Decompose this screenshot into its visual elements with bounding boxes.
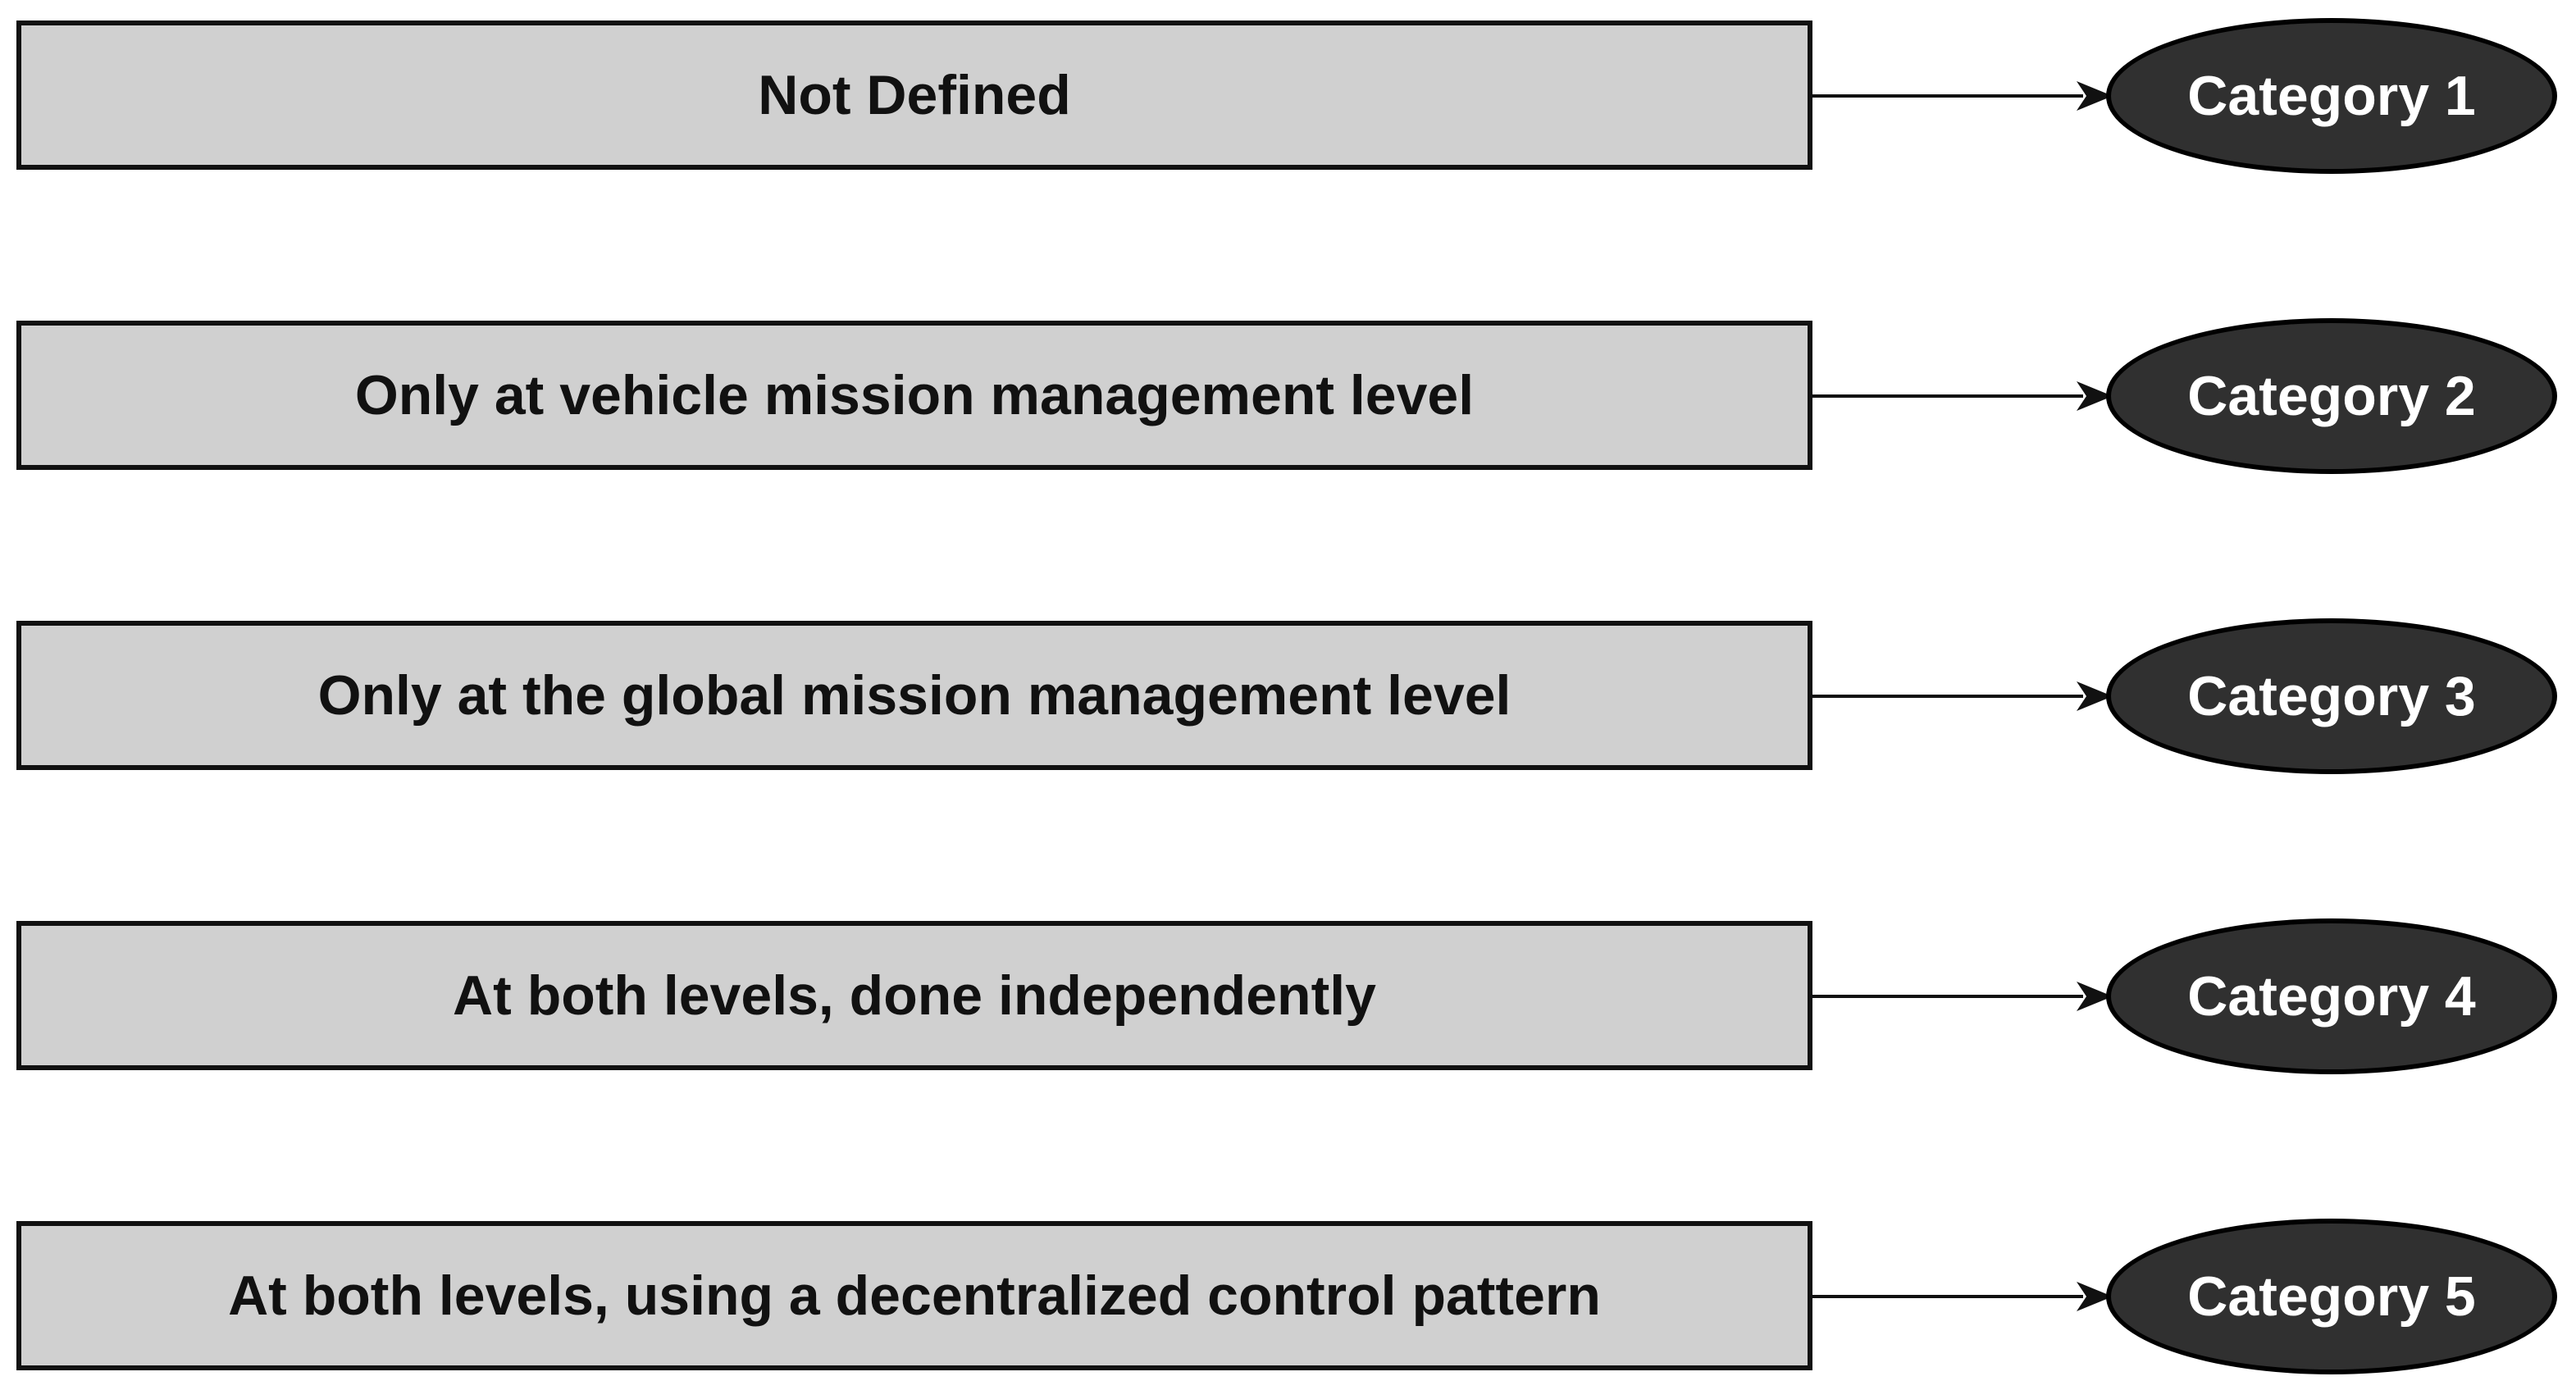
condition-label: Only at the global mission management le…	[317, 664, 1511, 727]
category-ellipse: Category 4	[2106, 918, 2557, 1074]
category-label: Category 5	[2187, 1265, 2476, 1328]
diagram-row-5: At both levels, using a decentralized co…	[0, 1219, 2576, 1374]
condition-label: At both levels, done independently	[453, 964, 1376, 1027]
category-ellipse: Category 1	[2106, 18, 2557, 174]
arrow-right-icon	[1812, 81, 2113, 111]
condition-box: Only at vehicle mission management level	[16, 321, 1812, 470]
condition-box: Only at the global mission management le…	[16, 621, 1812, 770]
condition-label: Only at vehicle mission management level	[354, 364, 1475, 426]
arrow-right-icon	[1812, 1282, 2113, 1311]
arrow-right-icon	[1812, 982, 2113, 1011]
category-label: Category 2	[2187, 365, 2476, 427]
category-ellipse: Category 3	[2106, 618, 2557, 774]
condition-box: At both levels, using a decentralized co…	[16, 1221, 1812, 1370]
condition-box: Not Defined	[16, 21, 1812, 170]
category-label: Category 4	[2187, 965, 2476, 1028]
diagram-row-2: Only at vehicle mission management level…	[0, 318, 2576, 474]
condition-label: At both levels, using a decentralized co…	[228, 1265, 1601, 1327]
diagram-row-1: Not Defined Category 1	[0, 18, 2576, 174]
condition-box: At both levels, done independently	[16, 921, 1812, 1070]
category-label: Category 3	[2187, 665, 2476, 727]
arrow-right-icon	[1812, 381, 2113, 411]
condition-label: Not Defined	[758, 64, 1071, 126]
arrow-right-icon	[1812, 681, 2113, 711]
category-label: Category 1	[2187, 65, 2476, 127]
category-ellipse: Category 5	[2106, 1219, 2557, 1374]
category-ellipse: Category 2	[2106, 318, 2557, 474]
diagram-row-3: Only at the global mission management le…	[0, 618, 2576, 774]
diagram-row-4: At both levels, done independently Categ…	[0, 918, 2576, 1074]
